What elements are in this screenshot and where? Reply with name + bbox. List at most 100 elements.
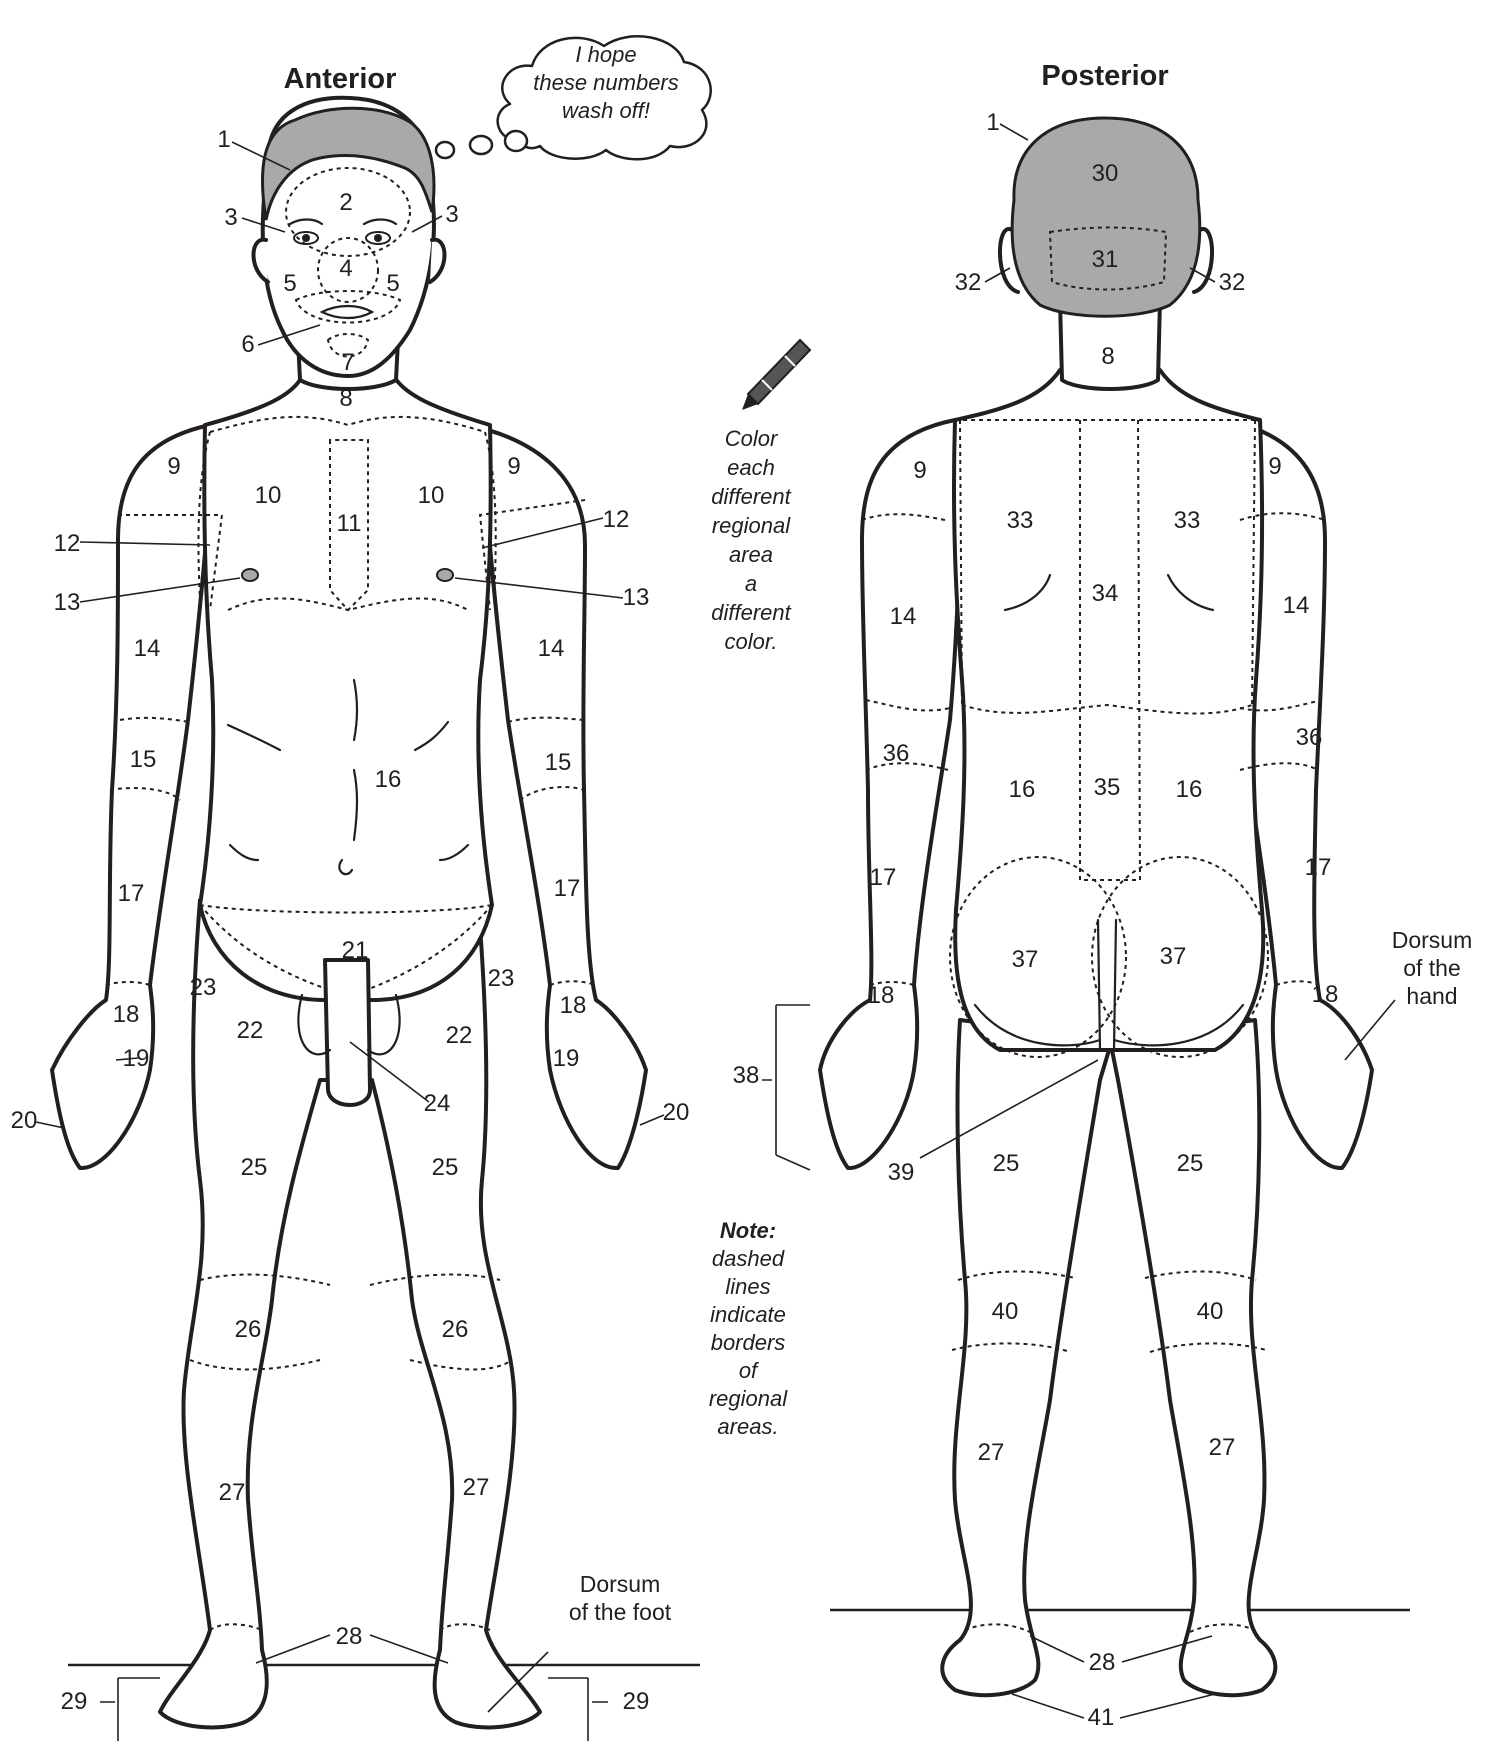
note-line-5: of [739, 1358, 760, 1383]
dorsum-hand-line-2: of the [1403, 955, 1461, 981]
posterior-right-leg [1110, 1020, 1275, 1695]
anterior-label: 23 [190, 974, 217, 1001]
posterior-label: 18 [1312, 981, 1339, 1008]
posterior-title: Posterior [1041, 60, 1168, 92]
anterior-label: 29 [623, 1688, 650, 1715]
posterior-label: 25 [993, 1150, 1020, 1177]
posterior-label: 32 [1219, 269, 1246, 296]
anterior-label: 17 [118, 880, 145, 907]
anterior-right-ear [430, 240, 445, 282]
bubble-line-1: I hope [575, 42, 636, 67]
posterior-label: 40 [1197, 1298, 1224, 1325]
anterior-label: 8 [339, 385, 352, 412]
anterior-label: 9 [507, 453, 520, 480]
posterior-label: 18 [868, 982, 895, 1009]
note-heading: Note: [720, 1218, 776, 1243]
anterior-label: 10 [418, 482, 445, 509]
note-line-7: areas. [717, 1414, 778, 1439]
anterior-label: 27 [219, 1479, 246, 1506]
dorsum-hand-line-1: Dorsum [1392, 927, 1473, 953]
anterior-label: 26 [442, 1316, 469, 1343]
anterior-label: 14 [538, 635, 565, 662]
crayon-note-line-7: different [711, 600, 791, 625]
posterior-label: 9 [913, 457, 926, 484]
crayon-icon [742, 340, 810, 410]
anterior-label: 18 [560, 992, 587, 1019]
anterior-label: 15 [545, 749, 572, 776]
crayon-note-line-8: color. [725, 629, 778, 654]
anterior-left-ear [254, 240, 269, 282]
note-line-2: lines [725, 1274, 770, 1299]
posterior-label: 37 [1012, 946, 1039, 973]
anterior-genitals [325, 960, 370, 1105]
anterior-label: 20 [11, 1107, 38, 1134]
crayon-note-line-5: area [729, 542, 773, 567]
posterior-label: 35 [1094, 774, 1121, 801]
anterior-label: 18 [113, 1001, 140, 1028]
anterior-label: 25 [241, 1154, 268, 1181]
anterior-label: 27 [463, 1474, 490, 1501]
crayon-note-line-2: each [727, 455, 775, 480]
anterior-label: 24 [424, 1090, 451, 1117]
anterior-title: Anterior [284, 63, 397, 95]
posterior-label: 31 [1092, 246, 1119, 273]
dashed-line-note: Note: dashed lines indicate borders of r… [709, 1218, 788, 1439]
anterior-label: 14 [134, 635, 161, 662]
anterior-label: 1 [217, 126, 230, 153]
posterior-label: 37 [1160, 943, 1187, 970]
posterior-label: 27 [1209, 1434, 1236, 1461]
bubble-line-2: these numbers [533, 70, 679, 95]
posterior-figure [820, 118, 1372, 1695]
crayon-note-line-4: regional [712, 513, 791, 538]
note-line-3: indicate [710, 1302, 786, 1327]
posterior-label: 16 [1176, 776, 1203, 803]
posterior-label: 17 [870, 864, 897, 891]
posterior-label: 39 [888, 1159, 915, 1186]
anterior-label: 17 [554, 875, 581, 902]
posterior-label: 27 [978, 1439, 1005, 1466]
anterior-label: 26 [235, 1316, 262, 1343]
posterior-label: 1 [986, 109, 999, 136]
anterior-label: 9 [167, 453, 180, 480]
crayon-note-line-6: a [745, 571, 757, 596]
posterior-label: 41 [1088, 1704, 1115, 1731]
anterior-label: 7 [341, 349, 354, 376]
posterior-label: 25 [1177, 1150, 1204, 1177]
anterior-label: 21 [342, 937, 369, 964]
posterior-label: 9 [1268, 453, 1281, 480]
anterior-label: 3 [445, 201, 458, 228]
posterior-label: 28 [1089, 1649, 1116, 1676]
anterior-label: 15 [130, 746, 157, 773]
bubble-dot-medium [470, 136, 492, 154]
posterior-label: 38 [733, 1062, 760, 1089]
dorsum-hand-line-3: hand [1406, 983, 1457, 1009]
note-line-4: borders [711, 1330, 786, 1355]
bubble-line-3: wash off! [562, 98, 650, 123]
posterior-left-arm [820, 420, 962, 1168]
anterior-label: 4 [339, 255, 352, 282]
posterior-label: 34 [1092, 580, 1119, 607]
posterior-label: 33 [1007, 507, 1034, 534]
crayon-note-line-1: Color [725, 426, 779, 451]
anterior-label: 13 [623, 584, 650, 611]
posterior-left-leg [942, 1020, 1112, 1695]
anterior-label: 11 [337, 510, 362, 537]
posterior-label: 14 [890, 603, 917, 630]
crayon-note-line-3: different [711, 484, 791, 509]
anterior-label: 22 [446, 1022, 473, 1049]
posterior-label: 16 [1009, 776, 1036, 803]
note-line-6: regional [709, 1386, 788, 1411]
anterior-figure [52, 98, 646, 1728]
anterior-label: 5 [386, 270, 399, 297]
anterior-label: 12 [603, 506, 630, 533]
anterior-label: 22 [237, 1017, 264, 1044]
dorsum-foot-line-1: Dorsum [580, 1571, 661, 1597]
bubble-dot-small [436, 142, 454, 158]
anterior-label: 6 [241, 331, 254, 358]
anterior-label: 5 [283, 270, 296, 297]
anterior-label: 3 [224, 204, 237, 231]
posterior-label: 36 [883, 740, 910, 767]
anterior-label: 10 [255, 482, 282, 509]
dorsum-hand-label: Dorsum of the hand [1392, 927, 1473, 1009]
